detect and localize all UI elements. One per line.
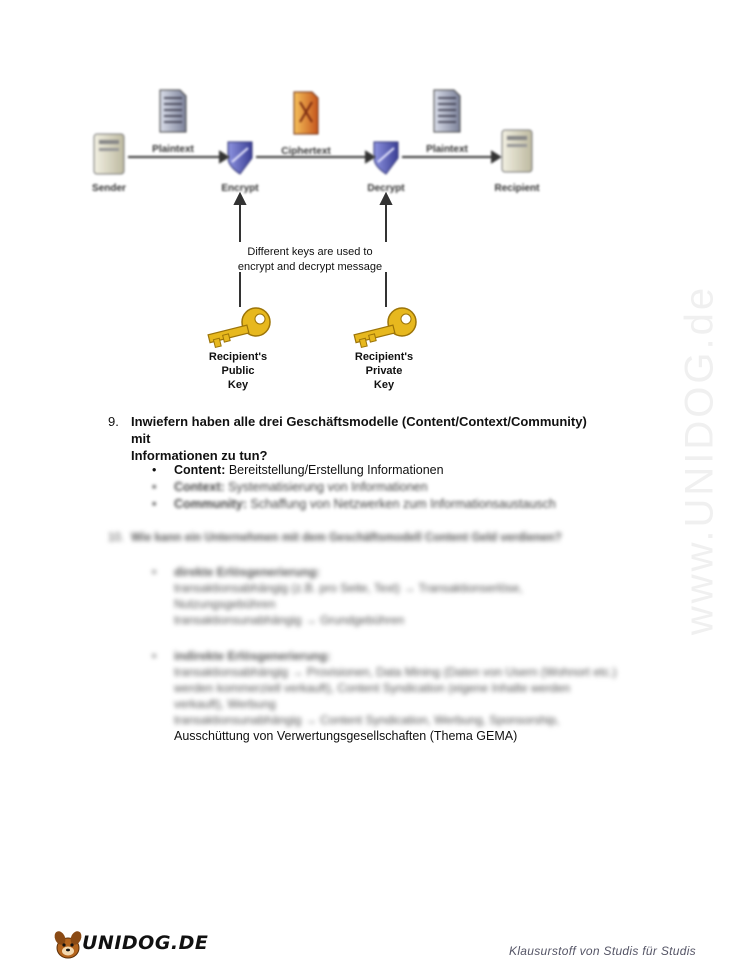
- answer-text: Systematisierung von Informationen: [224, 480, 428, 494]
- plaintext-document-icon: [159, 89, 187, 133]
- keys-note-line: encrypt and decrypt message: [237, 261, 383, 273]
- sender-computer-icon: [93, 133, 125, 175]
- answer-text: Ausschüttung von Verwertungsgesellschaft…: [174, 729, 518, 743]
- section-line: Nutzungsgebühren: [174, 597, 276, 611]
- flow-arrows: [128, 150, 502, 164]
- indirect-revenue: indirekte Erlösgenerierung: transaktions…: [152, 648, 617, 728]
- key-label-line: Private: [365, 365, 403, 377]
- keys-note: Different keys are used to encrypt and d…: [220, 245, 400, 275]
- private-key-label: Recipient's Private Key: [339, 350, 429, 392]
- footer-tagline: Klausurstoff von Studis für Studis: [509, 944, 696, 958]
- decrypt-shield-icon: [373, 141, 399, 175]
- logo-text: UNIDOG.DE: [82, 932, 209, 954]
- plaintext-document-icon: [433, 89, 461, 133]
- answer-community: Community: Schaffung von Netzwerken zum …: [152, 496, 556, 513]
- answer-context: Context: Systematisierung von Informatio…: [152, 479, 556, 496]
- answer-text: Schaffung von Netzwerken zum Information…: [246, 497, 556, 511]
- plaintext-label: Plaintext: [426, 144, 468, 155]
- public-key-label: Recipient's Public Key: [193, 350, 283, 392]
- key-label-line: Key: [227, 379, 249, 391]
- key-label-line: Public: [221, 365, 255, 377]
- recipient-label: Recipient: [494, 183, 540, 194]
- key-label-line: Recipient's: [208, 351, 268, 363]
- section-line: werden kommerziell verkauft), Content Sy…: [174, 681, 571, 695]
- answer-label: Community:: [174, 497, 247, 511]
- sender-label: Sender: [92, 183, 126, 194]
- answer-label: Context:: [174, 480, 225, 494]
- ciphertext-document-icon: [293, 91, 319, 135]
- unidog-logo[interactable]: UNIDOG.DE: [50, 926, 208, 962]
- section-line: transaktionsunabhängig → Content Syndica…: [174, 713, 560, 727]
- ciphertext-label: Ciphertext: [281, 146, 331, 157]
- question-number: 9.: [108, 414, 119, 429]
- section-head: indirekte Erlösgenerierung:: [152, 648, 617, 664]
- section-line: transaktionsabhängig (z.B. pro Seite, Te…: [174, 581, 523, 595]
- answer-label: Content:: [174, 463, 226, 477]
- encryption-diagram: Plaintext Ciphertext Plaintext Sender En…: [80, 82, 560, 402]
- question-9-answers: Content: Bereitstellung/Erstellung Infor…: [152, 462, 556, 513]
- key-arrows: [233, 191, 393, 307]
- question-text-line: Inwiefern haben alle drei Geschäftsmodel…: [131, 414, 587, 446]
- question-text-line: Informationen zu tun?: [131, 448, 268, 463]
- public-key-icon: [207, 307, 271, 349]
- decrypt-label: Decrypt: [367, 183, 405, 194]
- plaintext-label: Plaintext: [152, 144, 194, 155]
- section-line: transaktionsabhängig → Provisionen, Data…: [174, 665, 617, 679]
- key-label-line: Key: [373, 379, 395, 391]
- answer-text: Bereitstellung/Erstellung Informationen: [225, 463, 444, 477]
- dog-icon: [54, 931, 82, 959]
- section-head: direkte Erlösgenerierung:: [152, 564, 523, 580]
- recipient-computer-icon: [501, 129, 533, 173]
- section-line: verkauft), Werbung: [174, 697, 276, 711]
- answer-content: Content: Bereitstellung/Erstellung Infor…: [152, 462, 556, 479]
- key-label-line: Recipient's: [354, 351, 414, 363]
- private-key-icon: [353, 307, 417, 349]
- encrypt-label: Encrypt: [221, 183, 259, 194]
- keys-note-line: Different keys are used to: [247, 246, 373, 258]
- question-text: Wie kann ein Unternehmen mit dem Geschäf…: [131, 532, 562, 544]
- direct-revenue: direkte Erlösgenerierung: transaktionsab…: [152, 564, 523, 628]
- diagram-graphics: [93, 89, 533, 349]
- section-line: transaktionsunabhängig → Grundgebühren: [174, 613, 405, 627]
- encrypt-shield-icon: [227, 141, 253, 175]
- watermark: www.UNIDOG.de: [677, 284, 722, 636]
- question-text: Inwiefern haben alle drei Geschäftsmodel…: [131, 413, 601, 464]
- question-number: 10.: [108, 532, 124, 544]
